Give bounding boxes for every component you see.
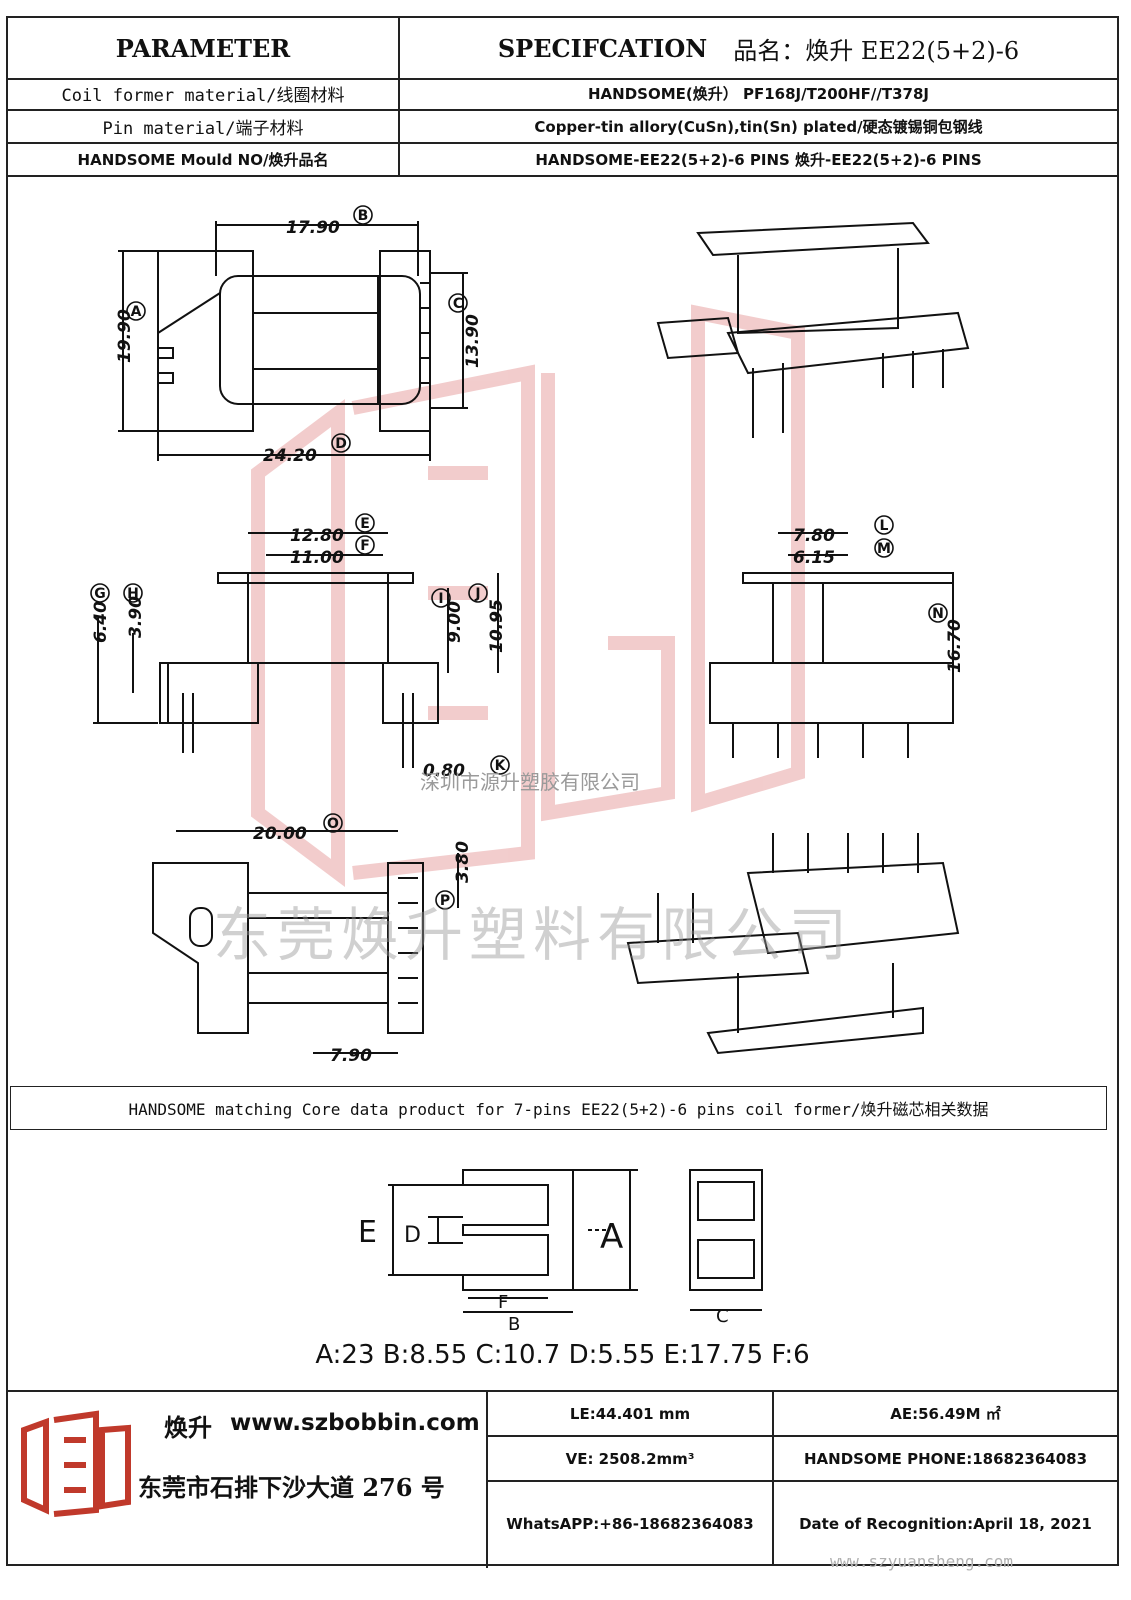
side-view — [709, 532, 954, 758]
dim-letter-circle-p — [435, 890, 455, 910]
brand-block: 焕升 www.szbobbin.com 东莞市石排下沙大道 276 号 — [8, 1392, 488, 1568]
dim-o-value: 20.00 — [253, 824, 307, 844]
dim-letter-j: J — [474, 586, 480, 602]
param-value: HANDSOME-EE22(5+2)-6 PINS 焕升-EE22(5+2)-6… — [535, 151, 982, 169]
dim-letter-a: A — [131, 304, 142, 320]
dim-letter-circle-a — [126, 301, 146, 321]
dim-g-value: 6.40 — [91, 601, 111, 643]
dim-letter-circle-j — [468, 583, 488, 603]
dim-letter-b: B — [358, 208, 369, 224]
dim-b-value: 17.90 — [286, 218, 340, 238]
date-value: Date of Recognition:April 18, 2021 — [799, 1515, 1092, 1533]
dim-h-value: 3.90 — [126, 596, 146, 638]
dim-letter-circle-n — [928, 603, 948, 623]
dim-letter-circle-l — [874, 515, 894, 535]
dim-letter-g: G — [94, 586, 106, 602]
core-label-a: A — [600, 1217, 623, 1257]
dim-letter-m: M — [877, 541, 891, 557]
dim-letter-circle-f — [355, 535, 375, 555]
core-label-e: E — [358, 1215, 377, 1250]
watermark-company-small: 深圳市源升塑胶有限公司 — [420, 770, 640, 794]
core-values: A:23 B:8.55 C:10.7 D:5.55 E:17.75 F:6 — [315, 1340, 810, 1370]
dim-i-value: 9.00 — [445, 601, 465, 643]
dim-letter-k: K — [495, 758, 507, 774]
dim-letter-circle-o — [323, 813, 343, 833]
param-row-coil: Coil former material/线圈材料 HANDSOME(焕升） P… — [8, 78, 1117, 111]
core-data-title: HANDSOME matching Core data product for … — [10, 1086, 1107, 1130]
dim-letter-h: H — [127, 586, 139, 602]
dim-letter-f: F — [360, 538, 370, 554]
dim-m-value: 6.15 — [793, 548, 835, 568]
dim-letter-circle-d — [331, 433, 351, 453]
core-label-c: C — [716, 1306, 729, 1327]
dim-n-value: 16.70 — [945, 619, 965, 673]
param-label: HANDSOME Mould NO/焕升品名 — [8, 144, 400, 175]
spec-sheet: PARAMETER SPECIFCATION 品名：焕升 EE22(5+2)-6… — [6, 16, 1119, 1568]
phone-value: HANDSOME PHONE:18682364083 — [774, 1437, 1117, 1482]
core-drawing: E D A F B C — [358, 1169, 763, 1335]
dim-letter-i: I — [438, 591, 443, 607]
le-value: LE:44.401 mm — [488, 1392, 774, 1437]
core-label-b: B — [508, 1314, 520, 1335]
dim-bottom-value: 7.90 — [330, 1046, 372, 1066]
dim-p-value: 3.80 — [453, 841, 473, 883]
dim-letter-c: C — [453, 296, 463, 312]
dim-letter-p: P — [440, 893, 450, 909]
dim-a-value: 19.90 — [115, 309, 135, 363]
dim-letter-circle-g — [90, 583, 110, 603]
dim-d-value: 24.20 — [263, 446, 317, 466]
param-row-pin: Pin material/端子材料 Copper-tin allory(CuSn… — [8, 111, 1117, 144]
dim-letter-circle-h — [123, 583, 143, 603]
dim-e-value: 12.80 — [290, 526, 344, 546]
dim-letter-circle-k — [490, 755, 510, 775]
specification-label: SPECIFCATION — [497, 33, 708, 63]
dim-letter-d: D — [335, 436, 347, 452]
core-label-f: F — [498, 1292, 508, 1313]
brand-logo-icon — [21, 1410, 131, 1517]
header-row: PARAMETER SPECIFCATION 品名：焕升 EE22(5+2)-6 — [8, 18, 1117, 80]
dim-letter-e: E — [360, 516, 370, 532]
brand-address: 东莞市石排下沙大道 276 号 — [138, 1473, 445, 1502]
dim-j-value: 10.95 — [487, 599, 507, 653]
iso-view-bottom — [626, 833, 960, 1055]
dim-letter-circle-i — [431, 588, 451, 608]
ve-value: VE: 2508.2mm³ — [488, 1437, 774, 1482]
dim-letter-n: N — [932, 606, 944, 622]
front-view — [93, 532, 499, 768]
iso-view-top — [656, 221, 970, 438]
watermark-website: www.szyuansheng.com — [830, 1552, 1014, 1571]
bobbin-drawing: 17.90 24.20 12.80 11.00 7.80 6.15 0.80 2… — [90, 205, 970, 1066]
param-label: Pin material/端子材料 — [8, 111, 400, 142]
param-value: Copper-tin allory(CuSn),tin(Sn) plated/硬… — [534, 118, 983, 136]
param-row-mould: HANDSOME Mould NO/焕升品名 HANDSOME-EE22(5+2… — [8, 144, 1117, 177]
dim-letter-circle-b — [353, 205, 373, 225]
param-label: Coil former material/线圈材料 — [8, 78, 400, 109]
dim-f-value: 11.00 — [290, 548, 344, 568]
ae-value: AE:56.49M ㎡ — [774, 1392, 1117, 1437]
core-label-d: D — [404, 1223, 421, 1248]
dim-letter-circle-c — [448, 293, 468, 313]
dim-letter-o: O — [327, 816, 339, 832]
dim-c-value: 13.90 — [463, 314, 483, 368]
whatsapp-value: WhatsAPP:+86-18682364083 — [488, 1482, 774, 1566]
top-view — [118, 221, 468, 461]
brand-website[interactable]: www.szbobbin.com — [230, 1410, 480, 1436]
product-name: 品名：焕升 EE22(5+2)-6 — [733, 36, 1020, 65]
dim-l-value: 7.80 — [793, 526, 835, 546]
specification-heading: SPECIFCATION 品名：焕升 EE22(5+2)-6 — [400, 18, 1117, 78]
footer: 焕升 www.szbobbin.com 东莞市石排下沙大道 276 号 LE:4… — [8, 1390, 1117, 1568]
param-value: HANDSOME(焕升） PF168J/T200HF//T378J — [587, 85, 929, 103]
dim-letter-circle-e — [355, 513, 375, 533]
dim-letter-circle-m — [874, 538, 894, 558]
parameter-heading: PARAMETER — [8, 18, 400, 78]
dim-k-value: 0.80 — [423, 761, 465, 781]
bottom-view — [152, 830, 459, 1054]
dim-letter-l: L — [880, 518, 889, 534]
watermark-company-large: 东莞焕升塑料有限公司 — [213, 901, 854, 969]
brand-name: 焕升 — [164, 1413, 212, 1442]
